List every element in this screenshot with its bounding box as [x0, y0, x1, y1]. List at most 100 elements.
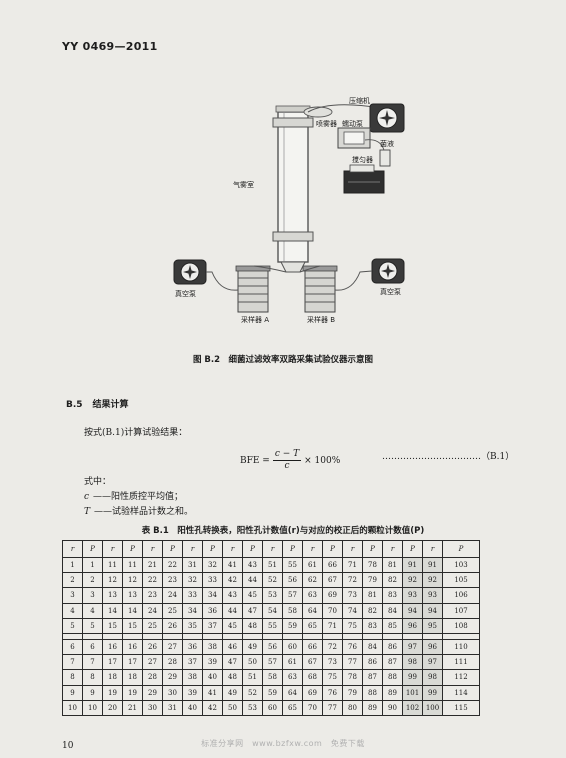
table-cell: 43 [222, 587, 243, 604]
table-cell: 18 [102, 669, 123, 686]
formula-fraction: c − T c [272, 449, 302, 472]
header-standard-code: YY 0469—2011 [62, 40, 158, 53]
table-cell: 34 [202, 587, 223, 604]
table-cell: 12 [102, 572, 123, 589]
table-cell: 62 [302, 572, 323, 589]
table-cell: 114 [442, 684, 480, 701]
definition-c: c——阳性质控平均值； [84, 489, 183, 502]
table-cell: 92 [402, 572, 423, 589]
table-cell: 22 [162, 556, 183, 574]
definition-t-symbol: T [84, 507, 91, 517]
table-cell: 26 [142, 638, 163, 656]
table-cell: 20 [102, 699, 123, 716]
table-cell: 11 [102, 556, 123, 574]
label-sampler-a: 采样器 A [241, 315, 269, 324]
table-cell: 31 [162, 699, 183, 716]
table-cell: 2 [82, 572, 103, 589]
table-cell: 60 [282, 638, 303, 656]
table-cell: 77 [342, 654, 363, 671]
table-cell: 80 [342, 699, 363, 716]
where-label: 式中： [84, 477, 112, 487]
table-cell: 14 [122, 602, 143, 619]
vacuum-pump-left [173, 259, 207, 285]
table-cell: 69 [322, 587, 343, 604]
label-stirrer: 搅匀器 [352, 155, 373, 164]
table-cell: 29 [142, 684, 163, 701]
table-cell: 92 [422, 572, 443, 589]
table-header-cell: P [442, 540, 480, 558]
table-cell: 56 [282, 572, 303, 589]
equation-reference: ……………………………（B.1） [382, 452, 515, 462]
table-cell: 70 [322, 602, 343, 619]
table-cell: 30 [162, 684, 183, 701]
table-cell: 28 [162, 654, 183, 671]
table-cell: 41 [202, 684, 223, 701]
table-cell: 78 [342, 669, 363, 686]
table-cell: 35 [182, 617, 203, 634]
definition-t-text: ——试验样品计数之和。 [94, 507, 194, 517]
table-cell: 91 [402, 556, 423, 574]
table-cell: 54 [262, 602, 283, 619]
table-cell: 102 [402, 699, 423, 716]
table-cell: 68 [302, 669, 323, 686]
table-cell: 88 [362, 684, 383, 701]
table-cell: 22 [142, 572, 163, 589]
table-cell: 56 [262, 638, 283, 656]
sampler-b [302, 265, 338, 313]
compressor [369, 103, 405, 133]
table-cell: 112 [442, 669, 480, 686]
table-header-cell: P [122, 540, 143, 558]
table-caption: 表 B.1 阳性孔转换表，阳性孔计数值(r)与对应的校正后的颗粒计数值(P) [141, 526, 425, 536]
table-cell: 16 [122, 638, 143, 656]
table-cell: 8 [62, 669, 83, 686]
table-cell: 37 [182, 654, 203, 671]
table-cell: 25 [162, 602, 183, 619]
table-cell: 61 [282, 654, 303, 671]
table-cell: 21 [122, 699, 143, 716]
table-cell: 15 [122, 617, 143, 634]
table-cell: 77 [322, 699, 343, 716]
table-cell: 58 [262, 669, 283, 686]
table-cell: 25 [142, 617, 163, 634]
table-cell: 98 [402, 654, 423, 671]
table-cell: 70 [302, 699, 323, 716]
table-cell: 7 [82, 654, 103, 671]
table-cell: 40 [202, 669, 223, 686]
table-header-cell: r [302, 540, 323, 558]
table-cell: 66 [302, 638, 323, 656]
bfe-formula: BFE = c − T c × 100% [240, 449, 340, 472]
table-header-cell: r [382, 540, 403, 558]
table-cell: 33 [202, 572, 223, 589]
figure-caption: 图 B.2 细菌过滤效率双路采集试验仪器示意图 [192, 355, 374, 365]
table-cell: 106 [442, 587, 480, 604]
table-cell: 5 [82, 617, 103, 634]
table-cell: 34 [182, 602, 203, 619]
label-vacuum-left: 真空泵 [175, 289, 196, 298]
table-cell: 13 [102, 587, 123, 604]
table-cell: 66 [322, 556, 343, 574]
table-cell: 64 [282, 684, 303, 701]
table-cell: 96 [402, 617, 423, 634]
table-cell: 96 [422, 638, 443, 656]
label-compressor: 压缩机 [349, 96, 370, 105]
table-cell: 7 [62, 654, 83, 671]
label-sampler-b: 采样器 B [307, 315, 335, 324]
formula-lhs: BFE = [240, 455, 270, 466]
formula-rhs: × 100% [304, 455, 341, 466]
table-cell: 52 [262, 572, 283, 589]
table-cell: 47 [222, 654, 243, 671]
table-cell: 24 [142, 602, 163, 619]
table-cell: 65 [282, 699, 303, 716]
section-number: B.5 [66, 400, 83, 410]
table-cell: 48 [242, 617, 263, 634]
table-cell: 32 [182, 572, 203, 589]
table-cell: 63 [282, 669, 303, 686]
table-header-cell: P [322, 540, 343, 558]
